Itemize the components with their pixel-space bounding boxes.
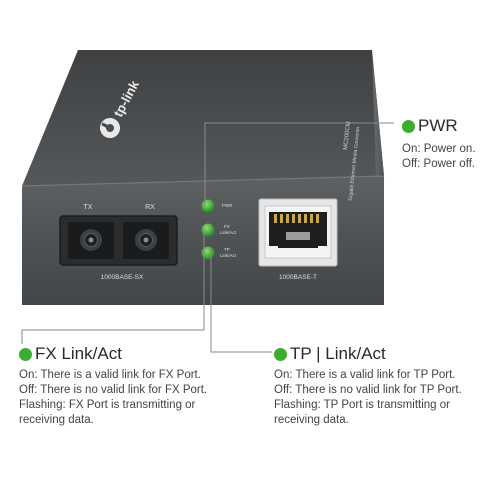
- tp-leader-line: [210, 253, 272, 353]
- fx-led: [201, 223, 215, 237]
- fx-desc-line: Off: There is no valid link for FX Port.: [19, 384, 208, 396]
- fx-desc-line: Flashing: FX Port is transmitting or: [19, 399, 196, 411]
- tp-led-label-2: Link/Act: [220, 253, 237, 258]
- device-top-surface: [22, 50, 384, 186]
- pwr-leader-line: [204, 122, 394, 206]
- tp-port: 1000BASE-T: [258, 198, 338, 281]
- pwr-desc-line: On: Power on.: [402, 143, 476, 155]
- fx-desc-line: On: There is a valid link for FX Port.: [19, 369, 201, 381]
- fx-link-act-callout: FX Link/Act On: There is a valid link fo…: [19, 344, 207, 428]
- pwr-callout-title: PWR: [418, 116, 458, 135]
- fx-callout-title: FX Link/Act: [35, 344, 122, 363]
- rx-label: RX: [145, 204, 155, 211]
- tp-led-label-1: TP: [224, 247, 230, 252]
- tp-desc-line: Flashing: TP Port is transmitting or: [274, 399, 450, 411]
- model-label: MC200CM: [343, 121, 352, 150]
- fx-port-label: 1000BASE-SX: [101, 274, 144, 281]
- fx-led-label-2: Link/Act: [220, 230, 237, 235]
- tp-link-act-callout: TP | Link/Act On: There is a valid link …: [274, 344, 462, 428]
- pwr-led-label: PWR: [222, 203, 233, 208]
- pwr-led: [201, 199, 215, 213]
- pwr-callout: PWR On: Power on. Off: Power off.: [402, 116, 476, 172]
- fx-indicator-dot: [19, 347, 32, 361]
- fx-leader-line: [21, 230, 205, 344]
- tp-desc-line: On: There is a valid link for TP Port.: [274, 369, 456, 381]
- callout-leader-lines: [21, 122, 394, 353]
- tx-label: TX: [84, 204, 93, 211]
- tp-port-label: 1000BASE-T: [279, 274, 317, 281]
- pwr-desc-line: Off: Power off.: [402, 158, 476, 170]
- fx-port: TX RX 1000BASE-SX: [59, 204, 178, 281]
- fx-desc-line: receiving data.: [19, 414, 94, 426]
- tp-led: [201, 246, 215, 260]
- fx-led-label-1: FX: [224, 224, 230, 229]
- tp-desc-line: Off: There is no valid link for TP Port.: [274, 384, 462, 396]
- tp-desc-line: receiving data.: [274, 414, 349, 426]
- tp-callout-title: TP | Link/Act: [290, 344, 386, 363]
- pwr-indicator-dot: [402, 119, 415, 133]
- tp-indicator-dot: [274, 347, 287, 361]
